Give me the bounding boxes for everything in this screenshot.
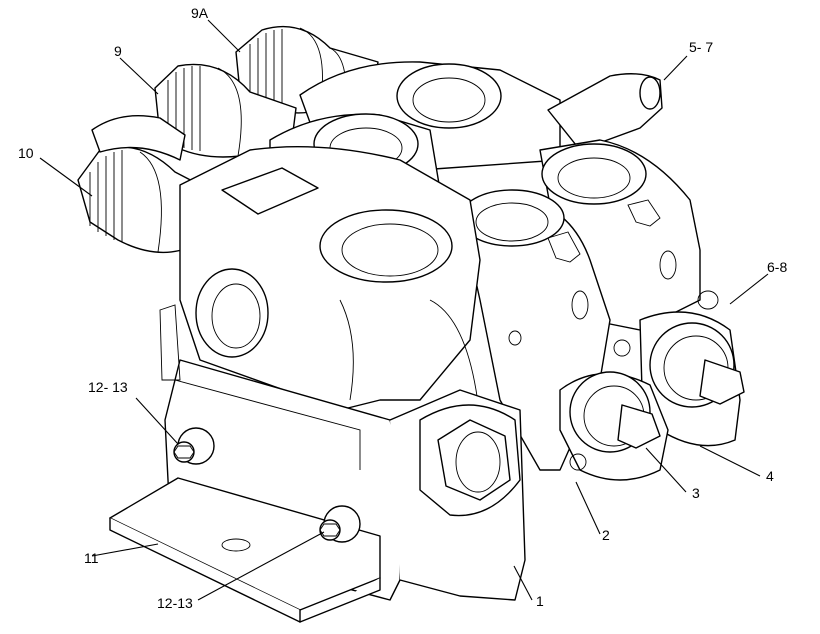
spool-cap-3	[559, 371, 669, 481]
callout-9a: 9A	[191, 5, 209, 21]
bolt-12-13-lower	[319, 505, 361, 543]
callout-4: 4	[766, 468, 774, 484]
callout-5-7: 5- 7	[689, 39, 713, 55]
leader-lines	[39, 19, 769, 601]
callout-9: 9	[114, 43, 122, 59]
callout-1: 1	[536, 593, 544, 609]
inlet-body	[179, 145, 481, 421]
callout-3: 3	[692, 485, 700, 501]
callout-2: 2	[602, 527, 610, 543]
bolt-12-13-upper	[173, 427, 215, 465]
solenoid-10	[77, 115, 201, 254]
fitting-5-7	[547, 73, 663, 151]
callout-10: 10	[18, 145, 34, 161]
callout-12-13-upper: 12- 13	[88, 379, 128, 395]
spool-cap-4	[613, 290, 745, 447]
callout-12-13-lower: 12-13	[157, 595, 193, 611]
callout-11: 11	[84, 550, 99, 566]
callout-6-8: 6-8	[767, 259, 787, 275]
